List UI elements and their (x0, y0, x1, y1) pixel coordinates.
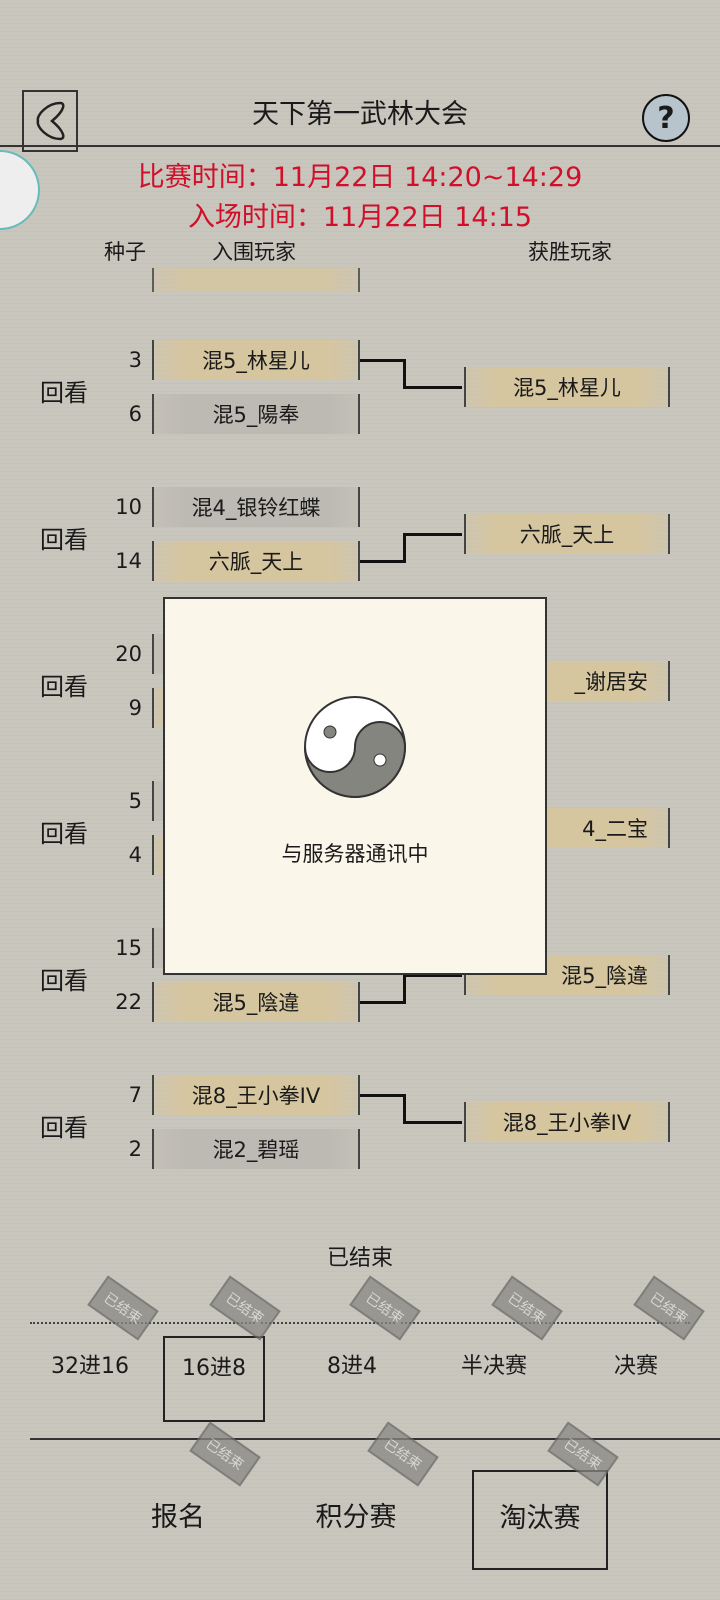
replay-button[interactable]: 回看 (40, 967, 88, 995)
winner-slot[interactable]: 混8_王小拳IV (464, 1102, 670, 1142)
dotted-divider (30, 1322, 690, 1324)
winner-slot[interactable]: 混5_陰違 (464, 955, 670, 995)
player-slot[interactable]: 混5_林星儿 (152, 340, 360, 380)
bottom-tab[interactable]: 积分赛 (315, 1502, 397, 1533)
bracket-connector (360, 974, 406, 1004)
seed-number: 5 (128, 789, 142, 813)
bottom-tab[interactable]: 淘汰赛 (472, 1470, 608, 1570)
clipped-player-box (152, 268, 360, 292)
ended-stamp: 已结束 (633, 1275, 705, 1341)
seed-number: 22 (115, 990, 142, 1014)
loading-dialog: 与服务器通讯中 (163, 597, 547, 975)
seed-number: 9 (128, 696, 142, 720)
winner-header: 获胜玩家 (528, 240, 612, 264)
entry-time: 入场时间：11月22日 14:15 (187, 202, 533, 233)
winner-slot[interactable]: 混5_林星儿 (464, 367, 670, 407)
ended-stamp: 已结束 (209, 1275, 281, 1341)
seed-number: 2 (128, 1137, 142, 1161)
yin-yang-icon (304, 696, 407, 798)
replay-button[interactable]: 回看 (40, 820, 88, 848)
seed-number: 7 (128, 1083, 142, 1107)
player-slot[interactable]: 混8_王小拳IV (152, 1075, 360, 1115)
round-tab[interactable]: 8进4 (327, 1354, 377, 1379)
seed-number: 6 (128, 402, 142, 426)
winner-slot[interactable]: 六脈_天上 (464, 514, 670, 554)
player-slot[interactable]: 混5_陰違 (152, 982, 360, 1022)
header-divider (0, 145, 720, 147)
seed-number: 4 (128, 843, 142, 867)
loading-message: 与服务器通讯中 (281, 842, 429, 866)
help-button[interactable]: ? (642, 94, 690, 142)
player-slot[interactable]: 混2_碧瑶 (152, 1129, 360, 1169)
ended-stamp: 已结束 (491, 1275, 563, 1341)
match-time: 比赛时间：11月22日 14:20~14:29 (137, 162, 583, 193)
back-button[interactable] (22, 90, 78, 152)
round-tab[interactable]: 决赛 (613, 1354, 658, 1379)
bracket-connector (406, 1121, 462, 1124)
replay-button[interactable]: 回看 (40, 1114, 88, 1142)
bracket-connector (360, 1094, 406, 1124)
ended-stamp: 已结束 (349, 1275, 421, 1341)
page-title: 天下第一武林大会 (252, 99, 468, 130)
replay-button[interactable]: 回看 (40, 379, 88, 407)
seed-number: 15 (115, 936, 142, 960)
player-slot[interactable]: 混5_陽奉 (152, 394, 360, 434)
players-header: 入围玩家 (212, 240, 296, 264)
bracket-connector (360, 533, 406, 563)
seed-number: 3 (128, 348, 142, 372)
back-arrow-icon (36, 101, 65, 141)
player-slot[interactable]: 六脈_天上 (152, 541, 360, 581)
bracket-connector (360, 359, 406, 389)
round-tab[interactable]: 32进16 (51, 1354, 129, 1379)
round-tab[interactable]: 16进8 (163, 1336, 265, 1422)
replay-button[interactable]: 回看 (40, 526, 88, 554)
bracket-connector (406, 386, 462, 389)
seed-header: 种子 (104, 240, 146, 264)
status-text: 已结束 (326, 1246, 393, 1271)
seed-number: 10 (115, 495, 142, 519)
seed-number: 20 (115, 642, 142, 666)
ended-stamp: 已结束 (189, 1421, 261, 1487)
bottom-tab[interactable]: 报名 (151, 1502, 205, 1533)
ended-stamp: 已结束 (367, 1421, 439, 1487)
bracket-connector (406, 533, 462, 536)
bracket-connector (406, 974, 462, 977)
round-tab[interactable]: 半决赛 (460, 1354, 527, 1379)
replay-button[interactable]: 回看 (40, 673, 88, 701)
player-slot[interactable]: 混4_银铃红蝶 (152, 487, 360, 527)
ended-stamp: 已结束 (87, 1275, 159, 1341)
seed-number: 14 (115, 549, 142, 573)
